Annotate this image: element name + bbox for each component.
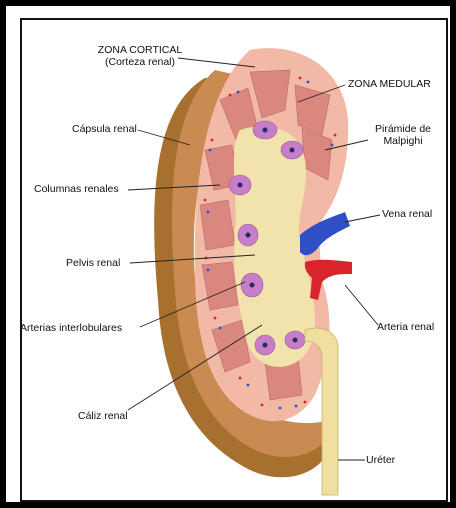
label-zona-cortical-title: ZONA CORTICAL bbox=[95, 44, 185, 56]
label-corteza-renal: (Corteza renal) bbox=[95, 56, 185, 68]
label-caliz-renal: Cáliz renal bbox=[78, 410, 128, 422]
label-arterias-interlobulares: Arterias interlobulares bbox=[20, 322, 122, 334]
label-zona-cortical: ZONA CORTICAL (Corteza renal) bbox=[95, 44, 185, 68]
label-arteria-renal: Arteria renal bbox=[377, 321, 434, 333]
label-piramide-line1: Pirámide de bbox=[370, 123, 436, 135]
label-piramide-line2: Malpighi bbox=[370, 135, 436, 147]
label-pelvis-renal: Pelvis renal bbox=[66, 257, 120, 269]
label-ureter: Uréter bbox=[366, 454, 395, 466]
label-vena-renal: Vena renal bbox=[382, 208, 432, 220]
label-columnas-renales: Columnas renales bbox=[34, 183, 119, 195]
label-zona-medular: ZONA MEDULAR bbox=[348, 78, 431, 90]
renal-artery bbox=[305, 260, 352, 300]
label-piramide-de-malpighi: Pirámide de Malpighi bbox=[370, 123, 436, 147]
label-capsula-renal: Cápsula renal bbox=[72, 123, 137, 135]
